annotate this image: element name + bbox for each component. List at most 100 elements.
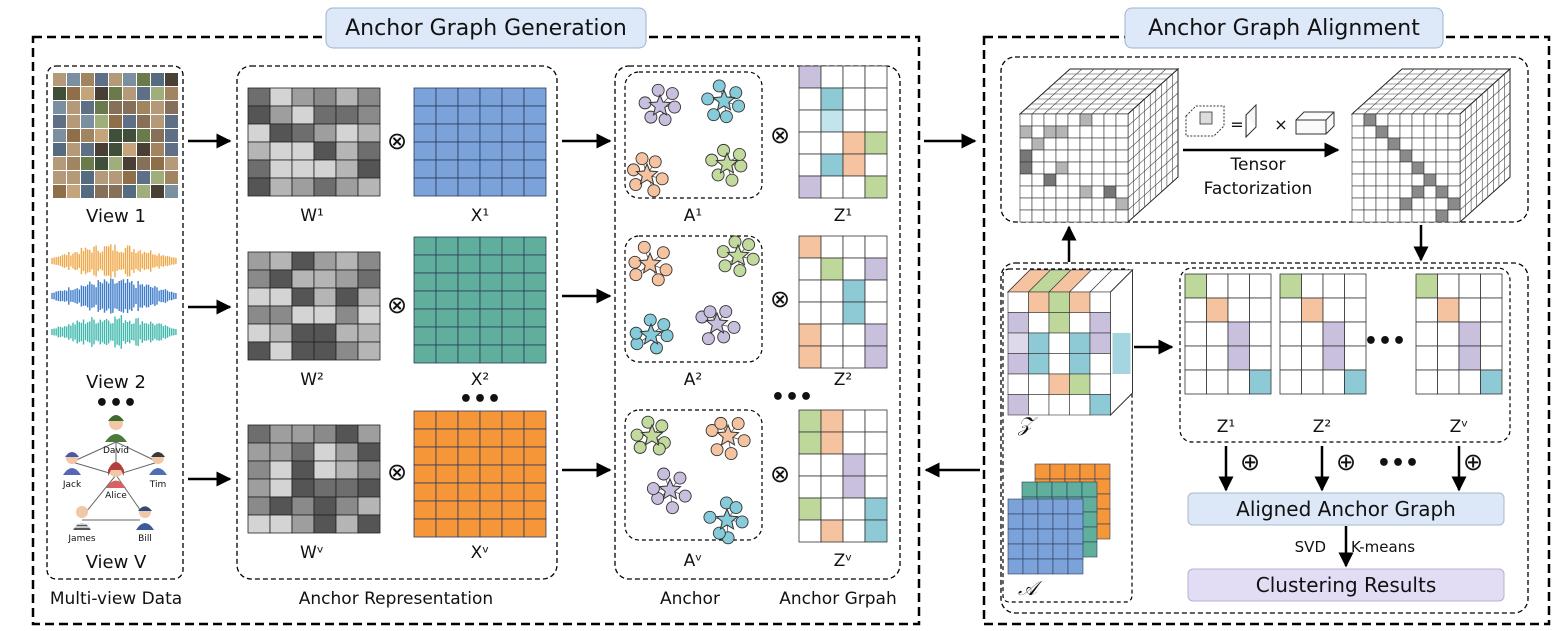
w-matrix-cell: [269, 269, 293, 289]
z-matrix-cell: [820, 475, 844, 499]
tensor-z-cell: [1007, 332, 1029, 354]
aligned-z-cell: [1480, 273, 1503, 299]
aligned-z-cell: [1322, 321, 1345, 347]
x-matrix-cell: [523, 500, 547, 520]
z-matrix-cell: [842, 279, 866, 303]
anchor-star: [639, 322, 663, 345]
cube-cell: [1091, 113, 1105, 127]
image-tile: [137, 171, 150, 184]
w-matrix-cell: [291, 123, 315, 143]
z-matrix-cell: [820, 431, 844, 455]
cube-cell: [1399, 149, 1413, 163]
w-matrix-cell: [247, 496, 271, 516]
tensor-z-cell: [1007, 291, 1029, 313]
aligned-z-cell: [1437, 321, 1460, 347]
x-matrix-cell: [457, 141, 481, 161]
cube-cell: [1351, 149, 1365, 163]
cube-cell: [1019, 137, 1033, 151]
aligned-z-cell: [1279, 369, 1302, 395]
z-matrix-cell: [798, 431, 822, 455]
image-tile: [151, 101, 164, 114]
x-matrix-cell: [523, 123, 547, 143]
image-tile: [67, 171, 80, 184]
aligned-z-cell: [1227, 345, 1250, 371]
cube-line: [1127, 104, 1179, 151]
w-matrix-cell: [291, 424, 315, 444]
cube-cell: [1031, 125, 1045, 139]
label-w1: W¹: [300, 206, 324, 226]
cluster-point: [701, 92, 715, 106]
aligned-z-cell: [1184, 273, 1207, 299]
cluster-point: [737, 434, 751, 448]
x-matrix-cell: [413, 272, 437, 292]
cube-cell: [1031, 137, 1045, 151]
x-matrix-cell: [501, 254, 525, 274]
cube-line: [1459, 152, 1511, 199]
tensor-a-cell: [1067, 513, 1084, 530]
w-matrix-cell: [357, 496, 381, 516]
cluster-point: [701, 332, 715, 346]
x-matrix-cell: [501, 500, 525, 520]
cube-cell: [1115, 197, 1129, 211]
x-matrix-cell: [435, 446, 459, 466]
cube-cell: [1351, 173, 1365, 187]
image-tile: [123, 157, 136, 170]
cube-cell: [1387, 173, 1401, 187]
oplus-v: ⊕: [1463, 448, 1483, 476]
cube-line: [1127, 92, 1179, 139]
tensor-z-cell: [1048, 291, 1070, 313]
otimes-5: ⊗: [770, 285, 790, 313]
x-matrix-cell: [523, 428, 547, 448]
cube-line: [1127, 80, 1179, 127]
x-matrix-cell: [479, 177, 503, 197]
cube-cell: [1423, 125, 1437, 139]
cube-cell: [1411, 173, 1425, 187]
aligned-z-cell: [1206, 345, 1229, 371]
cube-line: [1127, 152, 1179, 199]
cube-cell: [1447, 197, 1461, 211]
w-matrix-cell: [313, 105, 337, 125]
anchor-caption: Anchor: [660, 589, 720, 609]
w-matrix-cell: [269, 424, 293, 444]
cube-cell: [1351, 137, 1365, 151]
x-matrix-cell: [457, 105, 481, 125]
cube-cell: [1055, 137, 1069, 151]
cube-cell: [1447, 113, 1461, 127]
person-icon-tim: [149, 452, 167, 475]
cluster-point: [651, 83, 665, 97]
x-matrix-cell: [413, 500, 437, 520]
z-matrix-cell: [798, 497, 822, 521]
cluster-point: [707, 108, 721, 122]
cube-cell: [1363, 113, 1377, 127]
w-matrix-cell: [313, 460, 337, 480]
w-matrix-cell: [313, 141, 337, 161]
image-tile: [151, 115, 164, 128]
x-matrix-cell: [435, 123, 459, 143]
w-matrix-cell: [291, 159, 315, 179]
clustering-results-label: Clustering Results: [1256, 573, 1437, 597]
cluster-point: [668, 100, 682, 114]
z-matrix-cell: [798, 131, 822, 155]
image-tile: [95, 115, 108, 128]
image-tile: [95, 143, 108, 156]
cube-cell: [1079, 173, 1093, 187]
x-matrix-cell: [457, 482, 481, 502]
w-matrix-cell: [335, 123, 359, 143]
cube-cell: [1067, 149, 1081, 163]
tensor-a-cell: [1022, 543, 1039, 560]
tensor-cube: [1018, 67, 1180, 224]
w-matrix-cell: [269, 87, 293, 107]
cube-cell: [1043, 125, 1057, 139]
person-label-jack: Jack: [62, 480, 82, 490]
x-matrix-cell: [523, 236, 547, 256]
cube-line: [1127, 164, 1179, 211]
w-matrix-cell: [247, 478, 271, 498]
z-matrix-cell: [820, 65, 844, 89]
tensor-a-cell: [1081, 511, 1098, 528]
z-matrices: [798, 65, 888, 543]
aligned-z-cell: [1480, 369, 1503, 395]
x-matrix-cell: [501, 482, 525, 502]
anchor-star: [658, 477, 682, 500]
factor-block-icon: [1295, 111, 1335, 135]
multiview-box: [46, 65, 184, 580]
